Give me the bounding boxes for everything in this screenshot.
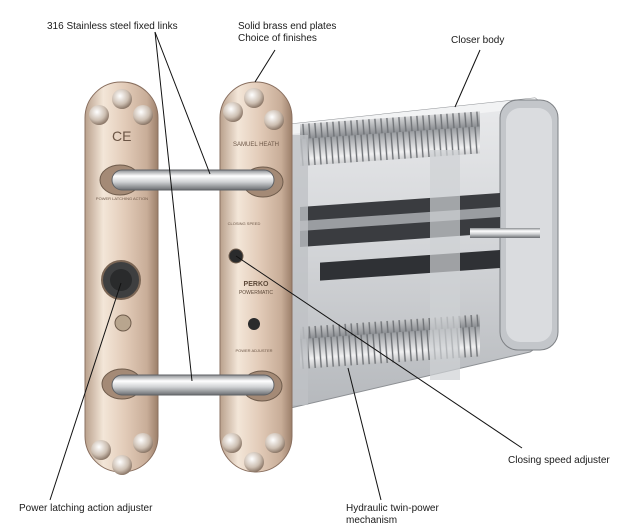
label-end-plates: Solid brass end plates Choice of finishe… xyxy=(238,21,336,45)
screw xyxy=(89,105,109,125)
label-end-plates-line2: Choice of finishes xyxy=(238,33,317,44)
label-fixed-links-text: 316 Stainless steel fixed links xyxy=(47,21,178,32)
screw xyxy=(112,455,132,475)
label-closing-speed: Closing speed adjuster xyxy=(508,455,610,467)
screw xyxy=(133,433,153,453)
upper-fixed-link xyxy=(99,164,284,198)
screw xyxy=(223,102,243,122)
leader-links-lower xyxy=(154,31,193,382)
label-hydraulic: Hydraulic twin-power mechanism xyxy=(346,503,439,527)
leader-hydraulic xyxy=(347,367,382,501)
screw xyxy=(264,110,284,130)
leader-closer-body xyxy=(454,49,481,108)
screw xyxy=(244,452,264,472)
closer-body xyxy=(281,97,559,411)
brand-sub-mark: POWERMATIC xyxy=(239,290,273,296)
label-hydraulic-line2: mechanism xyxy=(346,515,398,526)
label-power-latching-text: Power latching action adjuster xyxy=(19,503,153,514)
lower-fixed-link xyxy=(101,368,283,402)
screw xyxy=(244,88,264,108)
brand-mark: PERKO xyxy=(244,281,269,288)
screw xyxy=(265,433,285,453)
leader-lines xyxy=(49,31,523,501)
right-plate-power-marking: POWER ADJUSTER xyxy=(235,348,272,353)
label-closer-body-text: Closer body xyxy=(451,35,505,46)
label-end-plates-line1: Solid brass end plates xyxy=(238,21,337,32)
label-fixed-links: 316 Stainless steel fixed links xyxy=(47,21,178,33)
leader-closing-speed xyxy=(235,255,523,449)
ce-mark: CE xyxy=(112,128,131,144)
right-end-plate: SAMUEL HEATH CLOSING SPEED PERKO POWERMA… xyxy=(219,81,293,473)
label-hydraulic-line1: Hydraulic twin-power xyxy=(346,503,439,514)
screw xyxy=(133,105,153,125)
piston-rod xyxy=(470,228,540,238)
right-plate-speed-marking: CLOSING SPEED xyxy=(228,221,261,226)
label-closing-speed-text: Closing speed adjuster xyxy=(508,455,610,466)
leader-end-plates xyxy=(254,49,276,83)
screw xyxy=(112,89,132,109)
label-power-latching: Power latching action adjuster xyxy=(19,503,152,515)
screw xyxy=(91,440,111,460)
screw xyxy=(222,433,242,453)
left-plate-marking: POWER LATCHING ACTION xyxy=(96,196,148,201)
leader-power-latching xyxy=(49,282,122,501)
leader-links-upper xyxy=(154,31,211,175)
right-plate-maker: SAMUEL HEATH xyxy=(233,142,279,148)
left-end-plate: CE POWER LATCHING ACTION xyxy=(84,81,159,475)
label-closer-body: Closer body xyxy=(451,35,504,47)
